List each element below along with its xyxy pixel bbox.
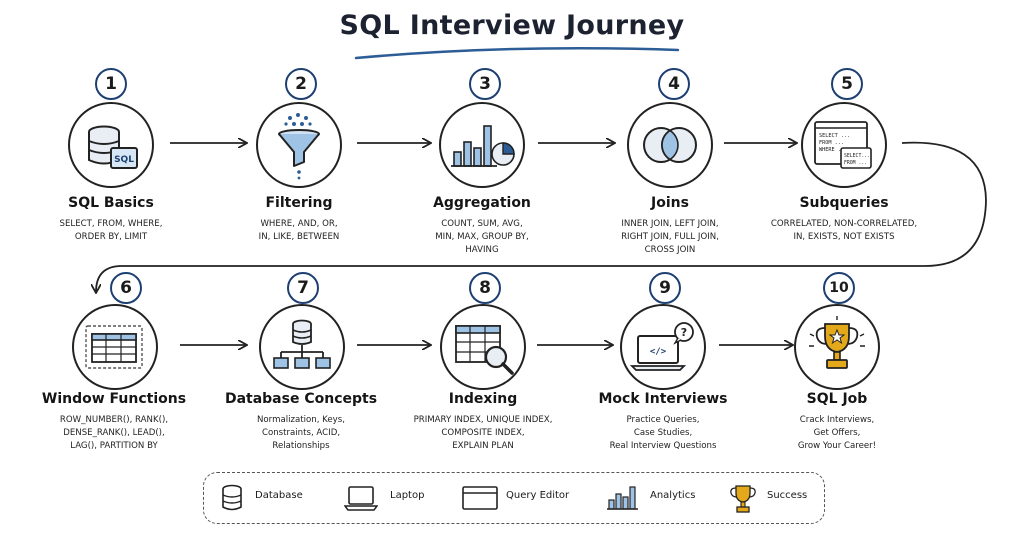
- laptop-icon: [344, 486, 378, 511]
- svg-text:SELECT ...: SELECT ...: [819, 133, 850, 139]
- step-number: 6: [110, 272, 142, 304]
- title-underline: [354, 46, 680, 60]
- venn-diagram-icon: [643, 127, 697, 163]
- step-number: 9: [649, 272, 681, 304]
- step-title: Window Functions: [41, 391, 187, 407]
- step-icon-circle: [259, 304, 345, 390]
- step-icon-circle: </> ?: [620, 304, 706, 390]
- step-icon-circle: [72, 304, 158, 390]
- step-number: 8: [469, 272, 501, 304]
- step-description: PRIMARY INDEX, UNIQUE INDEX,COMPOSITE IN…: [413, 415, 553, 451]
- window-table-icon: [85, 325, 143, 369]
- step-description: CORRELATED, NON-CORRELATED,IN, EXISTS, N…: [770, 219, 918, 242]
- legend-label: Success: [767, 490, 808, 501]
- step-icon-circle: [440, 304, 526, 390]
- legend: Database Laptop Query Editor Analytics: [203, 472, 825, 524]
- step-icon-circle: [794, 304, 880, 390]
- svg-text:</>: </>: [650, 347, 667, 357]
- funnel-icon: [278, 113, 320, 180]
- step-title: SQL Basics: [68, 195, 154, 211]
- step-number: 10: [823, 272, 855, 304]
- step-title: Filtering: [265, 195, 333, 211]
- analytics-icon: [607, 486, 638, 510]
- legend-label: Query Editor: [506, 490, 570, 501]
- step-icon-circle: [627, 102, 713, 188]
- step-title: Mock Interviews: [598, 391, 728, 407]
- svg-text:WHERE ...: WHERE ...: [819, 147, 847, 153]
- step-description: SELECT, FROM, WHERE,ORDER BY, LIMIT: [59, 219, 163, 242]
- arrow-5-6: [96, 141, 987, 292]
- laptop-code-icon: </> ?: [629, 322, 694, 371]
- database-icon: [222, 484, 242, 511]
- step-icon-circle: SQL: [68, 102, 154, 188]
- svg-text:FROM ...: FROM ...: [844, 160, 867, 166]
- trophy-icon: [730, 485, 756, 513]
- step-number: 4: [658, 68, 690, 100]
- nested-query-icon: SELECT ... FROM ... WHERE ... SELECT... …: [814, 121, 872, 169]
- step-title: SQL Job: [806, 391, 868, 407]
- legend-label: Database: [255, 490, 303, 501]
- table-search-icon: [455, 325, 514, 375]
- step-description: Crack Interviews,Get Offers,Grow Your Ca…: [797, 415, 877, 451]
- step-icon-circle: [439, 102, 525, 188]
- step-title: Joins: [651, 195, 689, 211]
- schema-tree-icon: [273, 319, 331, 369]
- svg-text:?: ?: [681, 326, 687, 339]
- database-sql-icon: SQL: [88, 125, 138, 169]
- step-title: Database Concepts: [224, 391, 378, 407]
- page-title: SQL Interview Journey: [339, 10, 685, 41]
- svg-text:SQL: SQL: [114, 155, 134, 165]
- step-icon-circle: SELECT ... FROM ... WHERE ... SELECT... …: [801, 102, 887, 188]
- legend-label: Analytics: [650, 490, 696, 501]
- step-description: INNER JOIN, LEFT JOIN,RIGHT JOIN, FULL J…: [621, 219, 719, 255]
- svg-text:SELECT...: SELECT...: [844, 153, 870, 159]
- step-number: 5: [831, 68, 863, 100]
- step-number: 3: [469, 68, 501, 100]
- svg-text:FROM ...: FROM ...: [819, 140, 844, 146]
- step-description: Normalization, Keys,Constraints, ACID,Re…: [257, 415, 345, 451]
- step-number: 2: [285, 68, 317, 100]
- step-description: ROW_NUMBER(), RANK(),DENSE_RANK(), LEAD(…: [59, 415, 169, 451]
- step-description: COUNT, SUM, AVG,MIN, MAX, GROUP BY,HAVIN…: [435, 219, 529, 255]
- bar-chart-pie-icon: [451, 125, 515, 167]
- trophy-icon: [809, 316, 865, 369]
- legend-label: Laptop: [390, 490, 425, 501]
- step-number: 7: [287, 272, 319, 304]
- step-description: Practice Queries,Case Studies,Real Inter…: [609, 415, 717, 451]
- step-number: 1: [95, 68, 127, 100]
- step-title: Aggregation: [433, 195, 531, 211]
- step-icon-circle: [256, 102, 342, 188]
- step-description: WHERE, AND, OR,IN, LIKE, BETWEEN: [258, 219, 340, 242]
- step-title: Subqueries: [799, 195, 889, 211]
- query-editor-icon: [462, 486, 498, 510]
- step-title: Indexing: [448, 391, 518, 407]
